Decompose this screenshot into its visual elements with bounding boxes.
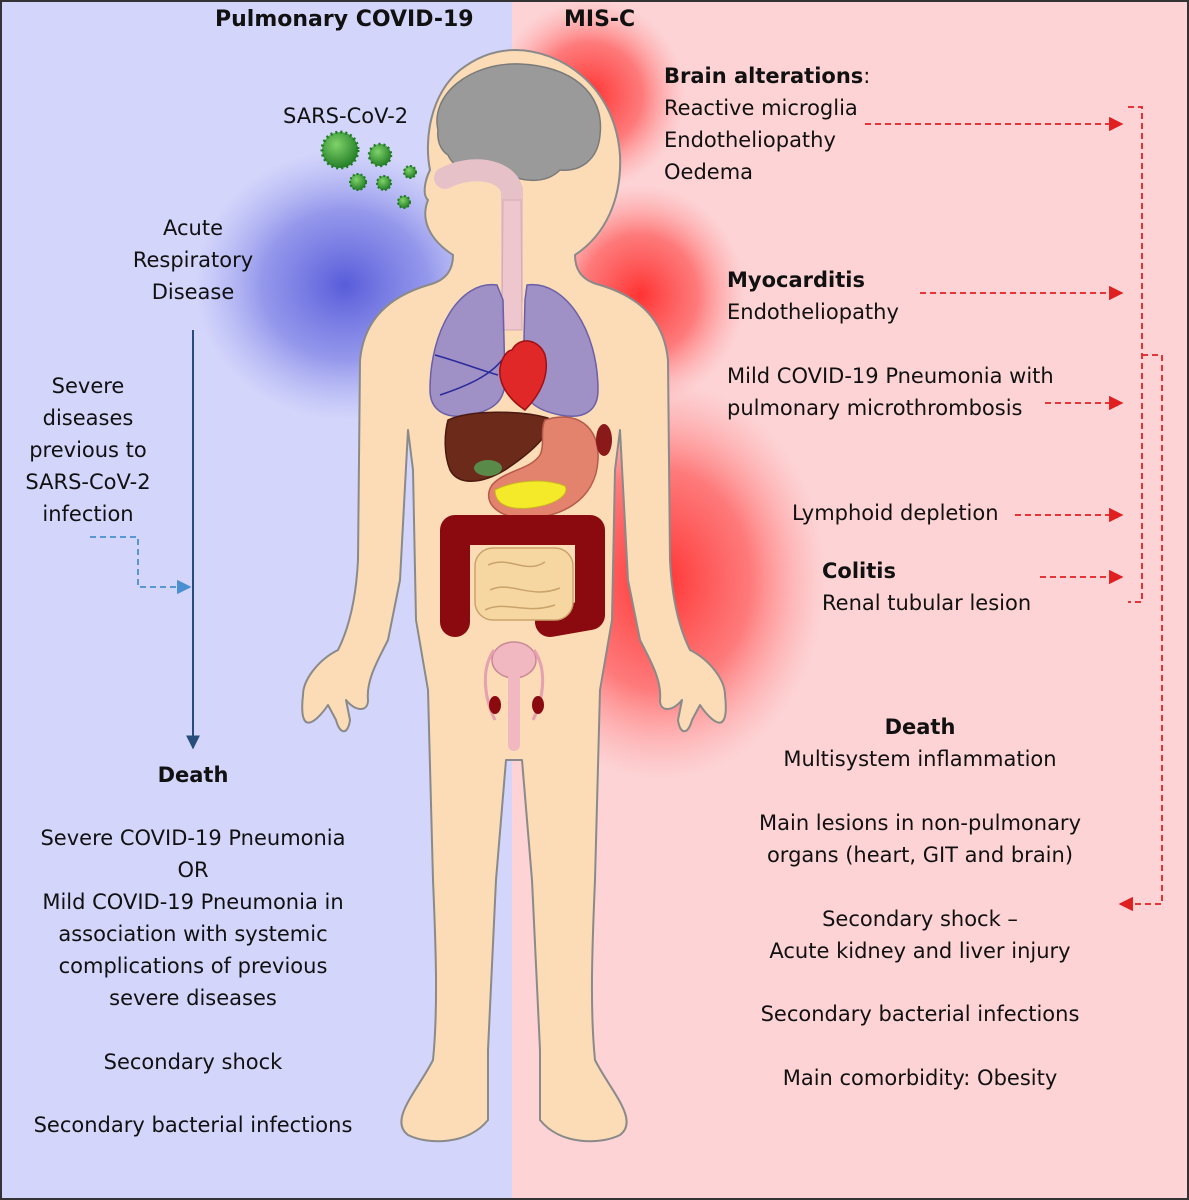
- left-death-line-1: Severe COVID-19 Pneumonia: [40, 826, 346, 850]
- colitis-title: Colitis: [822, 559, 896, 583]
- lymphoid-depletion: Lymphoid depletion: [792, 501, 999, 525]
- pneumonia-line-2: pulmonary microthrombosis: [727, 396, 1023, 420]
- left-dashed-arrow: [90, 536, 192, 595]
- small-intestine: [474, 547, 574, 621]
- severe-line-5: infection: [42, 502, 134, 526]
- left-death-title: Death: [157, 763, 229, 787]
- brain-item-1: Reactive microglia: [664, 96, 858, 120]
- right-shock-line-1: Secondary shock –: [822, 907, 1018, 931]
- left-death-line-6: severe diseases: [109, 986, 277, 1010]
- pneumonia-line-1: Mild COVID-19 Pneumonia with: [727, 364, 1054, 388]
- left-death-line-4: association with systemic: [58, 922, 328, 946]
- heart: [499, 340, 547, 411]
- myocarditis-item: Endotheliopathy: [727, 300, 899, 324]
- acute-line-2: Respiratory: [132, 248, 254, 272]
- brain-heading: Brain alterations:: [664, 60, 870, 92]
- right-death-title: Death: [884, 715, 956, 739]
- virus-label: SARS-CoV-2: [283, 104, 409, 128]
- lesions-line-2: organs (heart, GIT and brain): [766, 843, 1074, 867]
- myocarditis-title: Myocarditis: [727, 268, 865, 292]
- severe-line-1: Severe: [51, 374, 125, 398]
- left-death-line-3: Mild COVID-19 Pneumonia in: [42, 890, 344, 914]
- left-death-line-5: complications of previous: [58, 954, 328, 978]
- airway: [434, 159, 523, 311]
- gallbladder: [474, 460, 502, 476]
- left-death-line-2: OR: [177, 858, 209, 882]
- left-infections: Secondary bacterial infections: [33, 1113, 353, 1137]
- pancreas: [494, 480, 567, 509]
- brain-item-2: Endotheliopathy: [664, 128, 836, 152]
- left-lung: [429, 284, 506, 417]
- spleen: [596, 424, 612, 456]
- acute-line-3: Disease: [151, 280, 235, 304]
- right-red-arrows: [865, 106, 1163, 912]
- header-left: Pulmonary COVID-19: [215, 7, 474, 32]
- virus-particles: [320, 130, 417, 209]
- right-death-sub: Multisystem inflammation: [783, 747, 1057, 771]
- colitis-item: Renal tubular lesion: [822, 591, 1032, 615]
- severe-line-4: SARS-CoV-2: [25, 470, 151, 494]
- trachea: [501, 199, 523, 331]
- acute-line-1: Acute: [162, 216, 223, 240]
- brain: [436, 63, 602, 182]
- left-shock: Secondary shock: [103, 1050, 283, 1074]
- right-infections: Secondary bacterial infections: [760, 1002, 1080, 1026]
- brain-colon: :: [863, 64, 871, 88]
- severe-line-2: diseases: [42, 406, 134, 430]
- lesions-line-1: Main lesions in non-pulmonary: [759, 811, 1081, 835]
- header-right: MIS-C: [564, 7, 636, 32]
- right-shock-line-2: Acute kidney and liver injury: [769, 939, 1071, 963]
- brain-item-3: Oedema: [664, 160, 754, 184]
- colon: [440, 515, 605, 637]
- brain-title: Brain alterations: [664, 64, 864, 88]
- right-comorbidity: Main comorbidity: Obesity: [782, 1066, 1058, 1090]
- severe-line-3: previous to: [29, 438, 147, 462]
- liver: [444, 411, 551, 482]
